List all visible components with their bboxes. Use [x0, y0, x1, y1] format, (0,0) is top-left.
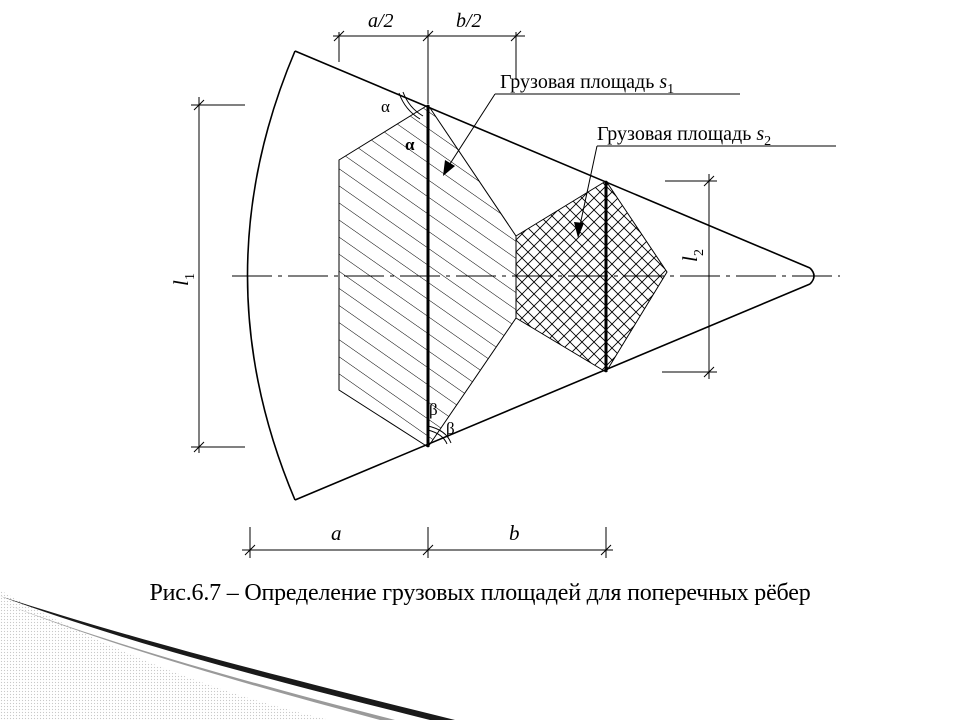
dimension-l1 — [191, 97, 245, 453]
svg-text:1: 1 — [183, 273, 198, 280]
decorative-swoosh — [0, 590, 455, 720]
dim-b-label: b — [509, 521, 520, 545]
alpha-label-inner: α — [405, 135, 415, 154]
dim-a-label: a — [331, 521, 342, 545]
callout-s2-label: Грузовая площадь s2 — [597, 123, 771, 149]
svg-text:2: 2 — [692, 249, 707, 256]
callout-s1-label: Грузовая площадь s1 — [500, 71, 674, 97]
angle-arcs — [398, 91, 452, 445]
beta-label-outer: β — [446, 419, 455, 438]
load-area-s2 — [515, 180, 668, 373]
beta-label-inner: β — [429, 400, 438, 419]
svg-text:l: l — [169, 280, 193, 286]
callout-s2-leader — [578, 145, 836, 231]
dimension-top — [333, 30, 525, 104]
dim-a-half-label: a/2 — [368, 10, 394, 32]
callout-s1-leader — [445, 93, 740, 171]
callout-s1-arrow — [443, 160, 455, 176]
alpha-label-outer: α — [381, 97, 390, 116]
dim-b-half-label: b/2 — [456, 10, 482, 32]
dimension-l2 — [662, 174, 717, 379]
dim-l1-label: l 1 — [169, 273, 198, 286]
figure-caption: Рис.6.7 – Определение грузовых площадей … — [149, 580, 811, 606]
dimension-bottom — [242, 527, 613, 558]
sector-outline — [246, 50, 815, 501]
svg-text:l: l — [678, 256, 702, 262]
dim-l2-label: l 2 — [678, 249, 707, 262]
callout-s2-arrow — [574, 222, 584, 238]
